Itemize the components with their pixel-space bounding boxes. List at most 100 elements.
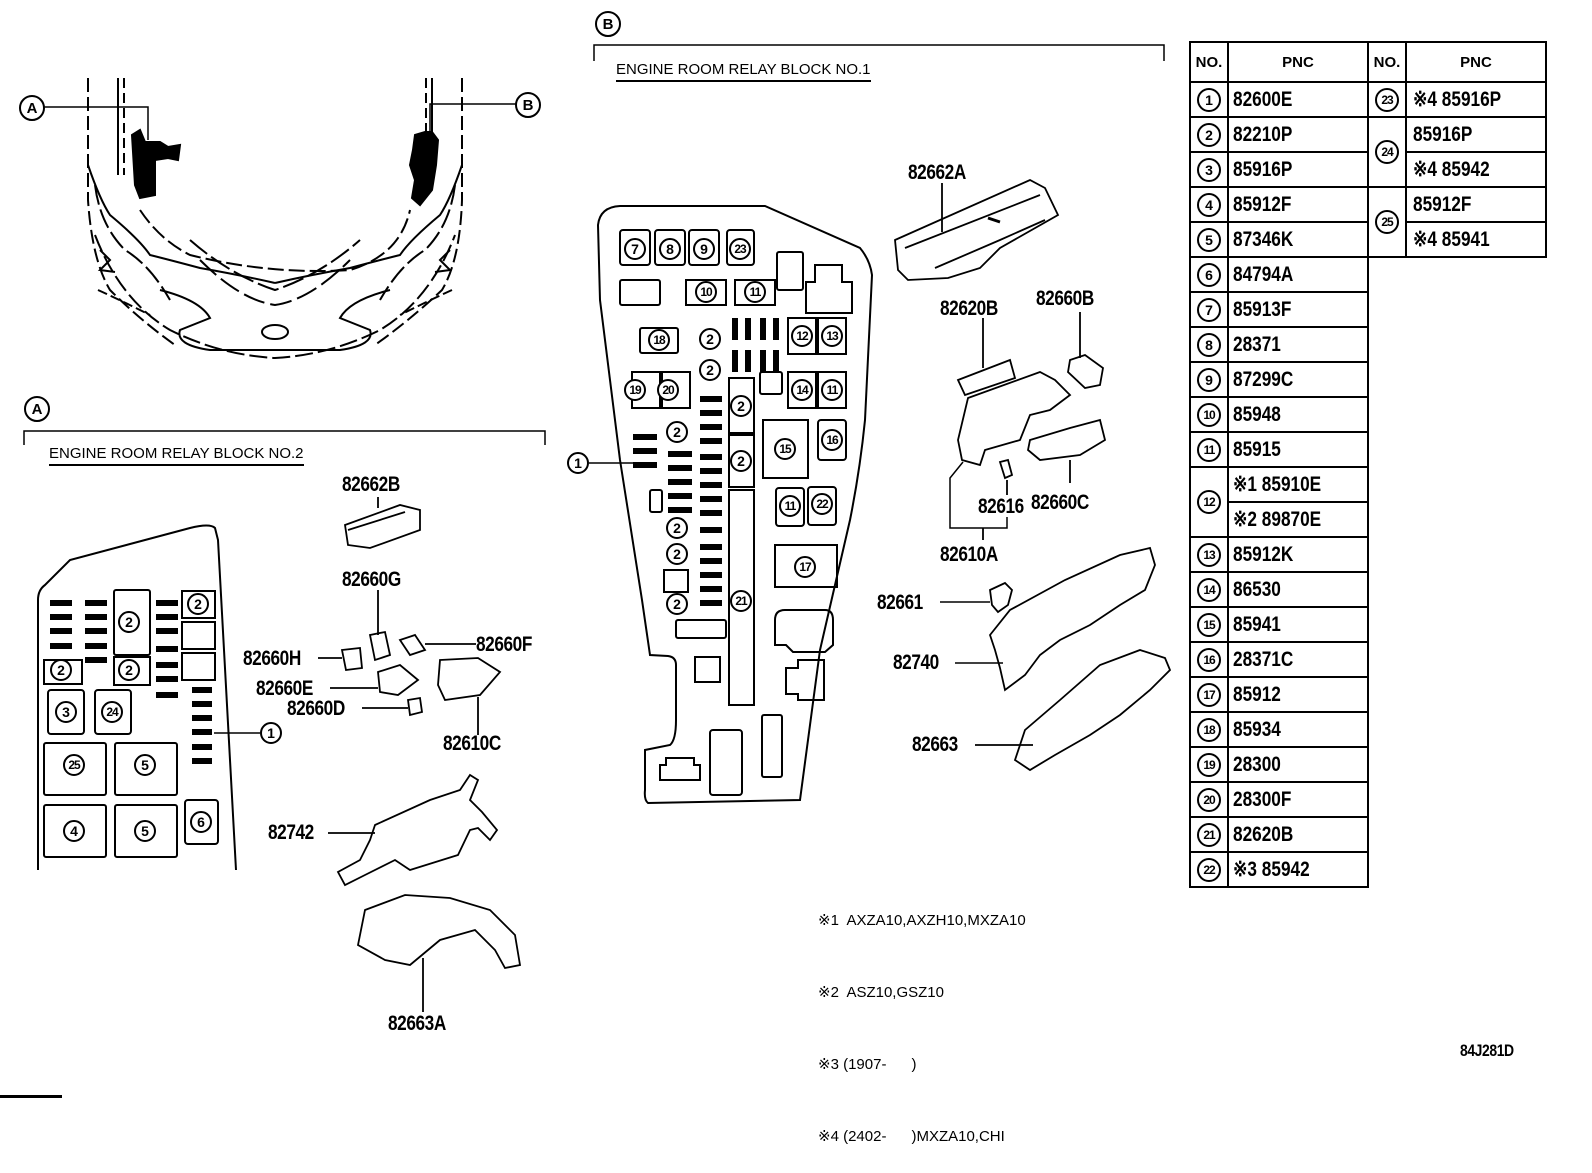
block1-slot-callout[interactable]: 8	[659, 238, 681, 260]
block1-slot-callout[interactable]: 11	[744, 281, 766, 303]
table-cell-pnc[interactable]: ※3 85942	[1227, 851, 1369, 888]
item-number-badge: 20	[1197, 787, 1221, 812]
part-82661[interactable]: 82661	[877, 591, 923, 614]
table-cell-pnc[interactable]: ※4 85916P	[1405, 81, 1547, 118]
table-cell-pnc[interactable]: 85913F	[1227, 291, 1369, 328]
table-cell-pnc[interactable]: 86530	[1227, 571, 1369, 608]
table-cell-pnc[interactable]: 84794A	[1227, 256, 1369, 293]
part-82610a[interactable]: 82610A	[940, 543, 998, 566]
table-cell-pnc[interactable]: 85912	[1227, 676, 1369, 713]
block1-slot-callout[interactable]: 7	[624, 238, 646, 260]
item-number-badge: 6	[1197, 262, 1221, 287]
block2-slot-callout[interactable]: 3	[55, 701, 77, 723]
part-82660b[interactable]: 82660B	[1036, 287, 1094, 310]
table-cell-pnc[interactable]: ※4 85942	[1405, 151, 1547, 188]
table-cell-pnc[interactable]: 85934	[1227, 711, 1369, 748]
relay-block-1-outline	[596, 205, 874, 805]
block1-slot-callout[interactable]: 17	[794, 556, 816, 578]
block1-slot-callout[interactable]: 19	[624, 379, 646, 401]
part-82660e[interactable]: 82660E	[256, 677, 313, 700]
block1-slot-callout[interactable]: 16	[821, 429, 843, 451]
block1-slot-callout[interactable]: 14	[791, 379, 813, 401]
part-82662b[interactable]: 82662B	[342, 473, 400, 496]
table-cell-pnc[interactable]: 85941	[1227, 606, 1369, 643]
block1-slot-callout[interactable]: 2	[699, 359, 721, 381]
table-cell-pnc[interactable]: 82620B	[1227, 816, 1369, 853]
table-cell-pnc[interactable]: 87299C	[1227, 361, 1369, 398]
block1-slot-callout[interactable]: 21	[730, 590, 752, 612]
item-number-badge: 5	[1197, 227, 1221, 252]
block1-slot-callout[interactable]: 2	[730, 395, 752, 417]
table-cell-pnc[interactable]: 28371C	[1227, 641, 1369, 678]
block1-slot-callout[interactable]: 13	[821, 325, 843, 347]
part-82663[interactable]: 82663	[912, 733, 958, 756]
table-cell-pnc[interactable]: ※1 85910E	[1227, 466, 1369, 503]
table-cell-pnc[interactable]: 85912F	[1227, 186, 1369, 223]
block1-slot-callout[interactable]: 2	[666, 517, 688, 539]
locator-a-callout[interactable]: A	[19, 95, 45, 121]
part-82616[interactable]: 82616	[978, 495, 1024, 518]
table-cell-pnc[interactable]: 28300F	[1227, 781, 1369, 818]
block2-leader-callout[interactable]: 1	[260, 722, 282, 744]
block1-slot-callout[interactable]: 2	[666, 421, 688, 443]
table-cell-pnc[interactable]: 82210P	[1227, 116, 1369, 153]
table-cell-pnc[interactable]: 87346K	[1227, 221, 1369, 258]
table-cell-pnc[interactable]: ※2 89870E	[1227, 501, 1369, 538]
block1-slot-callout[interactable]: 15	[774, 438, 796, 460]
item-number-badge: 24	[1375, 140, 1399, 164]
part-82660d[interactable]: 82660D	[287, 697, 345, 720]
block2-slot-callout[interactable]: 5	[134, 820, 156, 842]
block1-slot-callout[interactable]: 11	[779, 495, 801, 517]
table-cell-pnc[interactable]: 85948	[1227, 396, 1369, 433]
part-82742[interactable]: 82742	[268, 821, 314, 844]
locator-b-callout[interactable]: B	[515, 92, 541, 118]
part-82662a[interactable]: 82662A	[908, 161, 966, 184]
block1-slot-callout[interactable]: 20	[657, 379, 679, 401]
item-number-badge: 18	[1197, 717, 1221, 742]
table-cell-pnc[interactable]: 85916P	[1405, 116, 1547, 153]
block1-slot-callout[interactable]: 2	[666, 593, 688, 615]
table-cell-pnc[interactable]: 85912K	[1227, 536, 1369, 573]
section-a-title: ENGINE ROOM RELAY BLOCK NO.2	[49, 445, 304, 466]
block2-slot-callout[interactable]: 2	[118, 659, 140, 681]
table-cell-pnc[interactable]: 85912F	[1405, 186, 1547, 223]
table-cell-pnc[interactable]: 82600E	[1227, 81, 1369, 118]
item-number-badge: 7	[1197, 297, 1221, 322]
table-cell-pnc[interactable]: 28371	[1227, 326, 1369, 363]
block2-slot-callout[interactable]: 6	[190, 811, 212, 833]
part-82660c[interactable]: 82660C	[1031, 491, 1089, 514]
part-82660g[interactable]: 82660G	[342, 568, 401, 591]
block2-slot-callout[interactable]: 5	[134, 754, 156, 776]
table-cell-pnc[interactable]: ※4 85941	[1405, 221, 1547, 258]
block1-slot-callout[interactable]: 18	[648, 329, 670, 351]
block1-slot-callout[interactable]: 22	[811, 493, 833, 515]
table-cell-pnc[interactable]: 85916P	[1227, 151, 1369, 188]
block1-slot-callout[interactable]: 10	[695, 281, 717, 303]
block1-slot-callout[interactable]: 9	[693, 238, 715, 260]
part-82620b[interactable]: 82620B	[940, 297, 998, 320]
block2-slot-callout[interactable]: 2	[187, 593, 209, 615]
block2-slot-callout[interactable]: 24	[101, 701, 123, 723]
block1-slot-callout[interactable]: 2	[699, 328, 721, 350]
block1-slot-callout[interactable]: 12	[791, 325, 813, 347]
block1-slot-callout[interactable]: 23	[729, 238, 751, 260]
block1-slot-callout[interactable]: 2	[666, 543, 688, 565]
block2-slot-callout[interactable]: 25	[63, 754, 85, 776]
block1-slot-callout[interactable]: 2	[730, 450, 752, 472]
block2-slot-callout[interactable]: 2	[50, 659, 72, 681]
table-cell-pnc[interactable]: 85915	[1227, 431, 1369, 468]
part-82740[interactable]: 82740	[893, 651, 939, 674]
part-82660f[interactable]: 82660F	[476, 633, 532, 656]
block1-leader-callout[interactable]: 1	[567, 452, 589, 474]
block2-slot-callout[interactable]: 2	[118, 611, 140, 633]
part-82663a[interactable]: 82663A	[388, 1012, 446, 1035]
table-cell-pnc[interactable]: 28300	[1227, 746, 1369, 783]
block1-slot-callout[interactable]: 11	[821, 379, 843, 401]
block2-slot-callout[interactable]: 4	[63, 820, 85, 842]
part-82660h[interactable]: 82660H	[243, 647, 301, 670]
table-cell-no: 10	[1189, 396, 1229, 433]
part-82610c[interactable]: 82610C	[443, 732, 501, 755]
